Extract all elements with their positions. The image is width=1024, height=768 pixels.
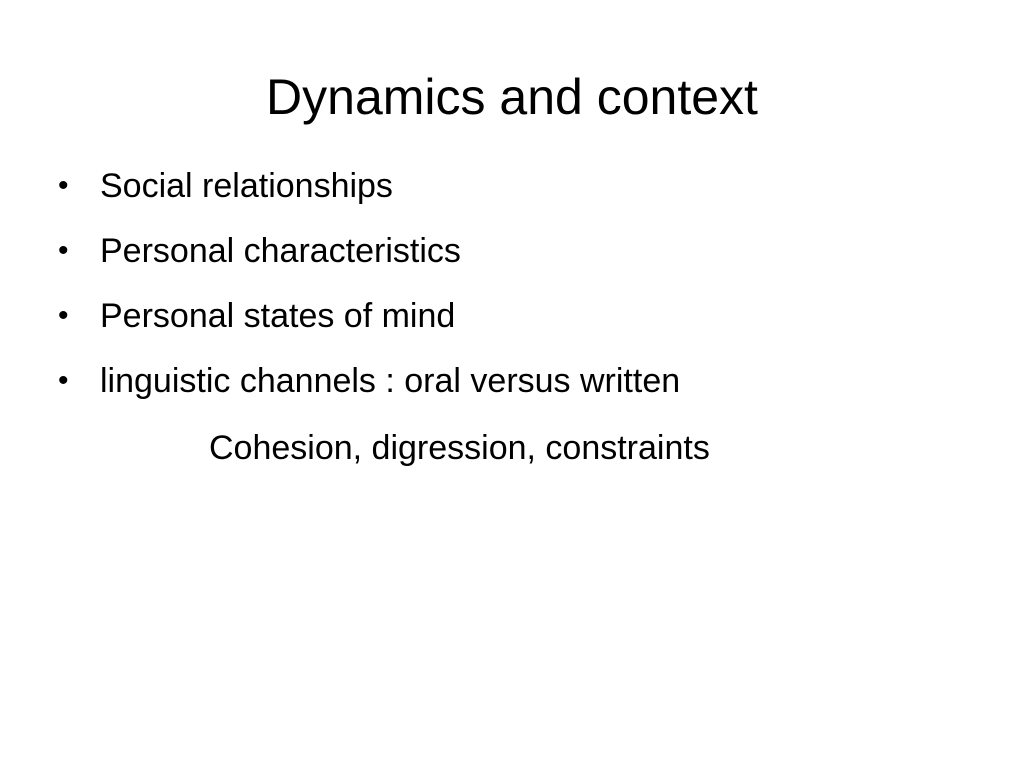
slide-title: Dynamics and context: [266, 69, 758, 125]
bullet-icon: •: [58, 234, 69, 267]
bullet-icon: •: [58, 169, 69, 202]
bullet-text: Personal characteristics: [100, 232, 461, 270]
sub-line: Cohesion, digression, constraints: [209, 429, 710, 467]
bullet-icon: •: [58, 299, 69, 332]
bullet-text: Social relationships: [100, 167, 393, 205]
bullet-text: Personal states of mind: [100, 297, 456, 335]
bullet-text: linguistic channels : oral versus writte…: [100, 362, 681, 400]
bullet-icon: •: [58, 364, 69, 397]
